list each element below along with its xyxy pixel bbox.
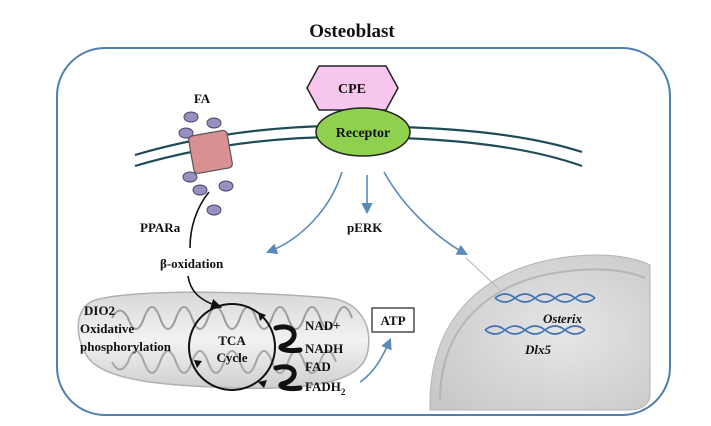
fa-transporter [188,129,233,174]
dio2-label: DIO2 [84,303,115,318]
fad-conversion-arrow [273,364,303,391]
receptor-label: Receptor [336,126,390,141]
tca-label: TCA [218,333,246,348]
perk-label: pERK [347,220,383,235]
signal-arrow-right [383,171,468,256]
fa-pathway-line [189,191,210,249]
nad-plus-label: NAD+ [305,318,341,333]
fa-dot [183,111,199,123]
mitochondrion [77,291,370,389]
beta-oxidation-arrow [187,275,223,310]
osterix-label: Osterix [543,311,583,326]
dna-helix-dlx5 [484,325,586,335]
receptor [315,107,411,157]
fad-label: FAD [305,359,331,374]
beta-oxidation-label: β-oxidation [160,256,224,271]
ppara-label: PPARa [140,220,181,235]
atp-box [371,307,415,333]
oxidative-label: Oxidative [80,321,134,336]
tca-arrowhead [258,312,266,321]
tca-arrowhead [194,360,202,368]
fadh-text: FADH [305,379,341,394]
diagram-title: Osteoblast [309,21,395,42]
nad-conversion-arrow [273,324,303,353]
fadh-subscript: 2 [341,387,346,397]
nuclear-signal-line [465,257,501,291]
dlx5-label: Dlx5 [524,342,552,357]
fa-dot [206,204,222,216]
fa-label: FA [194,91,211,106]
tca-cycle-label: Cycle [216,350,247,365]
signal-arrow-left [265,171,343,255]
phosphorylation-label: phosphorylation [80,339,172,354]
fa-dot [178,127,194,139]
cpe-label: CPE [338,82,366,97]
fa-dot [182,171,198,183]
tca-cycle [188,303,276,391]
nadh-label: NADH [305,341,343,356]
tca-arrowhead [258,380,267,388]
fa-dot [218,180,234,192]
fa-dot [192,184,208,196]
dna-helix-osterix [494,293,596,303]
atp-arrow [359,337,392,383]
fa-dot [206,117,222,129]
atp-label: ATP [380,313,405,328]
cpe-ligand [306,65,399,111]
fatty-acid-molecules [178,111,234,216]
fadh2-label: FADH2 [305,379,346,397]
